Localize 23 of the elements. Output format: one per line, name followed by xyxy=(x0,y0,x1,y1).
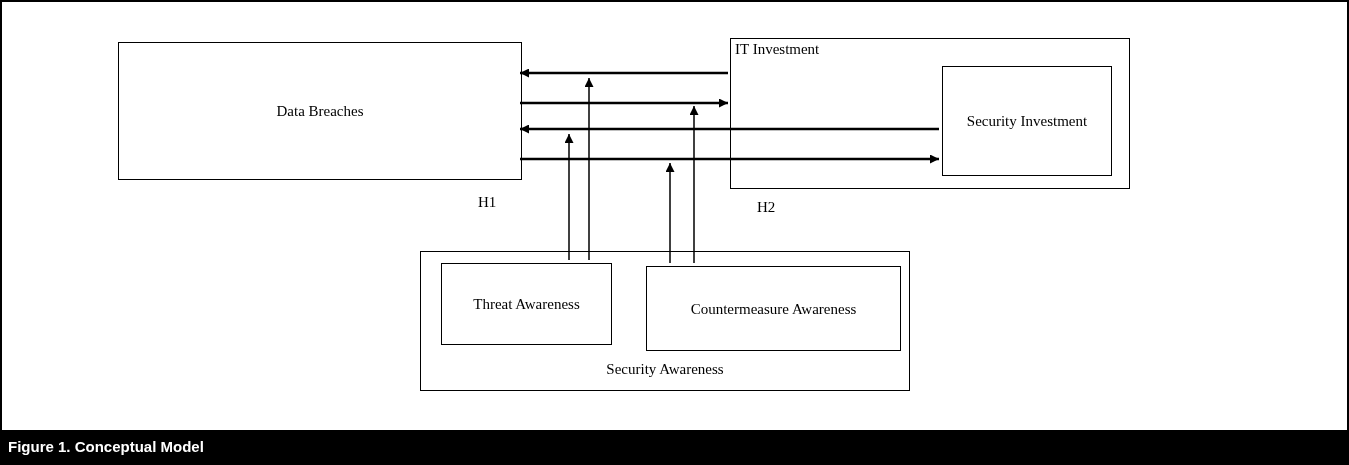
group-heading: IT Investment xyxy=(735,40,820,58)
concept-box xyxy=(646,266,901,351)
group-box xyxy=(420,251,910,391)
arrow xyxy=(520,68,728,78)
group-box xyxy=(730,38,1130,189)
arrow xyxy=(689,105,699,264)
hypothesis-label: H1 xyxy=(478,193,497,211)
concept-box xyxy=(118,42,522,180)
concept-label: Threat Awareness xyxy=(473,295,580,314)
arrow xyxy=(584,77,594,261)
arrow xyxy=(564,133,574,261)
hypothesis-label: H2 xyxy=(757,198,776,216)
arrow xyxy=(520,98,728,108)
concept-box xyxy=(942,66,1112,176)
arrow xyxy=(665,162,675,264)
concept-box xyxy=(441,263,612,345)
concept-label: Countermeasure Awareness xyxy=(690,299,857,319)
figure-caption: Figure 1. Conceptual Model xyxy=(8,437,204,458)
concept-label: Security Investment xyxy=(966,112,1088,131)
concept-label: Data Breaches xyxy=(276,102,364,121)
group-heading: Security Awareness xyxy=(605,360,725,378)
arrow xyxy=(520,154,939,164)
arrow xyxy=(520,124,939,134)
